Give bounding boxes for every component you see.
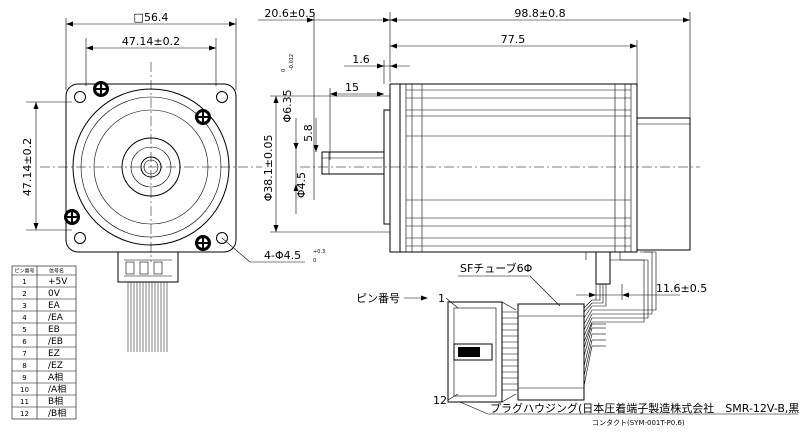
dim-shaft-dia: Φ6.35 [281, 89, 294, 122]
pin-table-row-no: 4 [22, 314, 27, 322]
connector: ピン番号 1 12 プラグハウジング(日本圧着端子製造株式会社 SMR-12V-… [356, 292, 800, 427]
svg-text:0: 0 [281, 69, 287, 72]
dim-pilot: Φ38.1±0.05 [262, 135, 275, 202]
label-sf-tube: SFチューブ6Φ [460, 261, 533, 275]
dim-length: 77.5 [501, 33, 526, 46]
dim-flange: 20.6±0.5 [264, 7, 315, 20]
front-view: □56.4 47.14±0.2 47.14±0.2 [21, 11, 325, 352]
shaft [321, 151, 385, 175]
pin-table-row-no: 11 [20, 398, 29, 406]
pin-table-row-no: 7 [22, 350, 26, 358]
pin-table-row-no: 5 [22, 326, 26, 334]
screw-heads [64, 81, 211, 251]
dim-d-cut: 5.8 [302, 124, 315, 142]
pin-table-row-signal: A相 [48, 371, 63, 383]
pin-table-row-no: 12 [20, 410, 29, 418]
pin-table-row-signal: /EZ [48, 361, 63, 371]
label-contact: コンタクト(SYM-001T-P0.6) [592, 418, 685, 427]
pin-table-row-no: 2 [22, 290, 26, 298]
connector-wires [502, 311, 518, 391]
dim-cable: 11.6±0.5 [656, 282, 707, 295]
pin-table-row-signal: B相 [48, 395, 63, 407]
pin-table-row-signal: +5V [48, 277, 68, 287]
dim-square: □56.4 [134, 11, 169, 24]
dim-hole-pitch-h: 47.14±0.2 [122, 35, 180, 48]
pin-table-row-no: 3 [22, 302, 26, 310]
pin-table-row-no: 6 [22, 338, 27, 346]
dim-shaft-len: 15 [345, 81, 359, 94]
cable-connector [117, 251, 179, 283]
svg-text:+0.3: +0.3 [313, 249, 325, 255]
svg-text:-0.012: -0.012 [289, 54, 295, 70]
dim-pilot2: Φ4.5 [295, 172, 308, 198]
label-housing: プラグハウジング(日本圧着端子製造株式会社 SMR-12V-B,黒) [490, 401, 800, 415]
pin-table-row-no: 1 [22, 278, 26, 286]
dim-body: 98.8±0.8 [514, 7, 565, 20]
pin-table-row-signal: /A相 [48, 383, 66, 395]
sf-tube [517, 303, 585, 401]
plug-housing [447, 301, 503, 403]
dim-hole-pitch-v: 47.14±0.2 [21, 138, 34, 196]
pin-table-row-no: 9 [22, 374, 26, 382]
dim-step: 1.6 [352, 53, 370, 66]
pin-table-row-no: 10 [20, 386, 29, 394]
pin-table-row-signal: EZ [48, 349, 60, 359]
label-pin-no: ピン番号 [356, 292, 400, 305]
pin-table-row-signal: /EA [48, 313, 64, 323]
pin-table-row-signal: EB [48, 325, 60, 335]
pin-table-row-signal: /B相 [48, 407, 66, 419]
pin-table-header-no: ピン番号 [14, 268, 34, 275]
pin-table-row-signal: EA [48, 301, 61, 311]
side-view: 20.6±0.5 98.8±0.8 77.5 1.6 15 Φ6.35 0 -0… [258, 7, 707, 347]
pin-table: 1 +5V 2 0V 3 EA 4/EA 5 EB 6/EB 7 EZ 8/EZ 9 A相 10/A相 11 B相… [11, 265, 77, 420]
encoder [636, 117, 691, 251]
svg-text:0: 0 [313, 258, 316, 264]
motor-body [399, 83, 638, 253]
pin-table-row-signal: /EB [48, 337, 63, 347]
pin-table-header-signal: 信号名 [49, 268, 64, 275]
pin-table-row-signal: 0V [48, 289, 61, 299]
ribbon-cable [127, 282, 168, 352]
pin-table-row-no: 8 [22, 362, 26, 370]
label-pin-1: 1 [438, 292, 445, 305]
label-pin-12: 12 [433, 394, 447, 407]
dim-holes: 4-Φ4.5 [264, 249, 301, 262]
